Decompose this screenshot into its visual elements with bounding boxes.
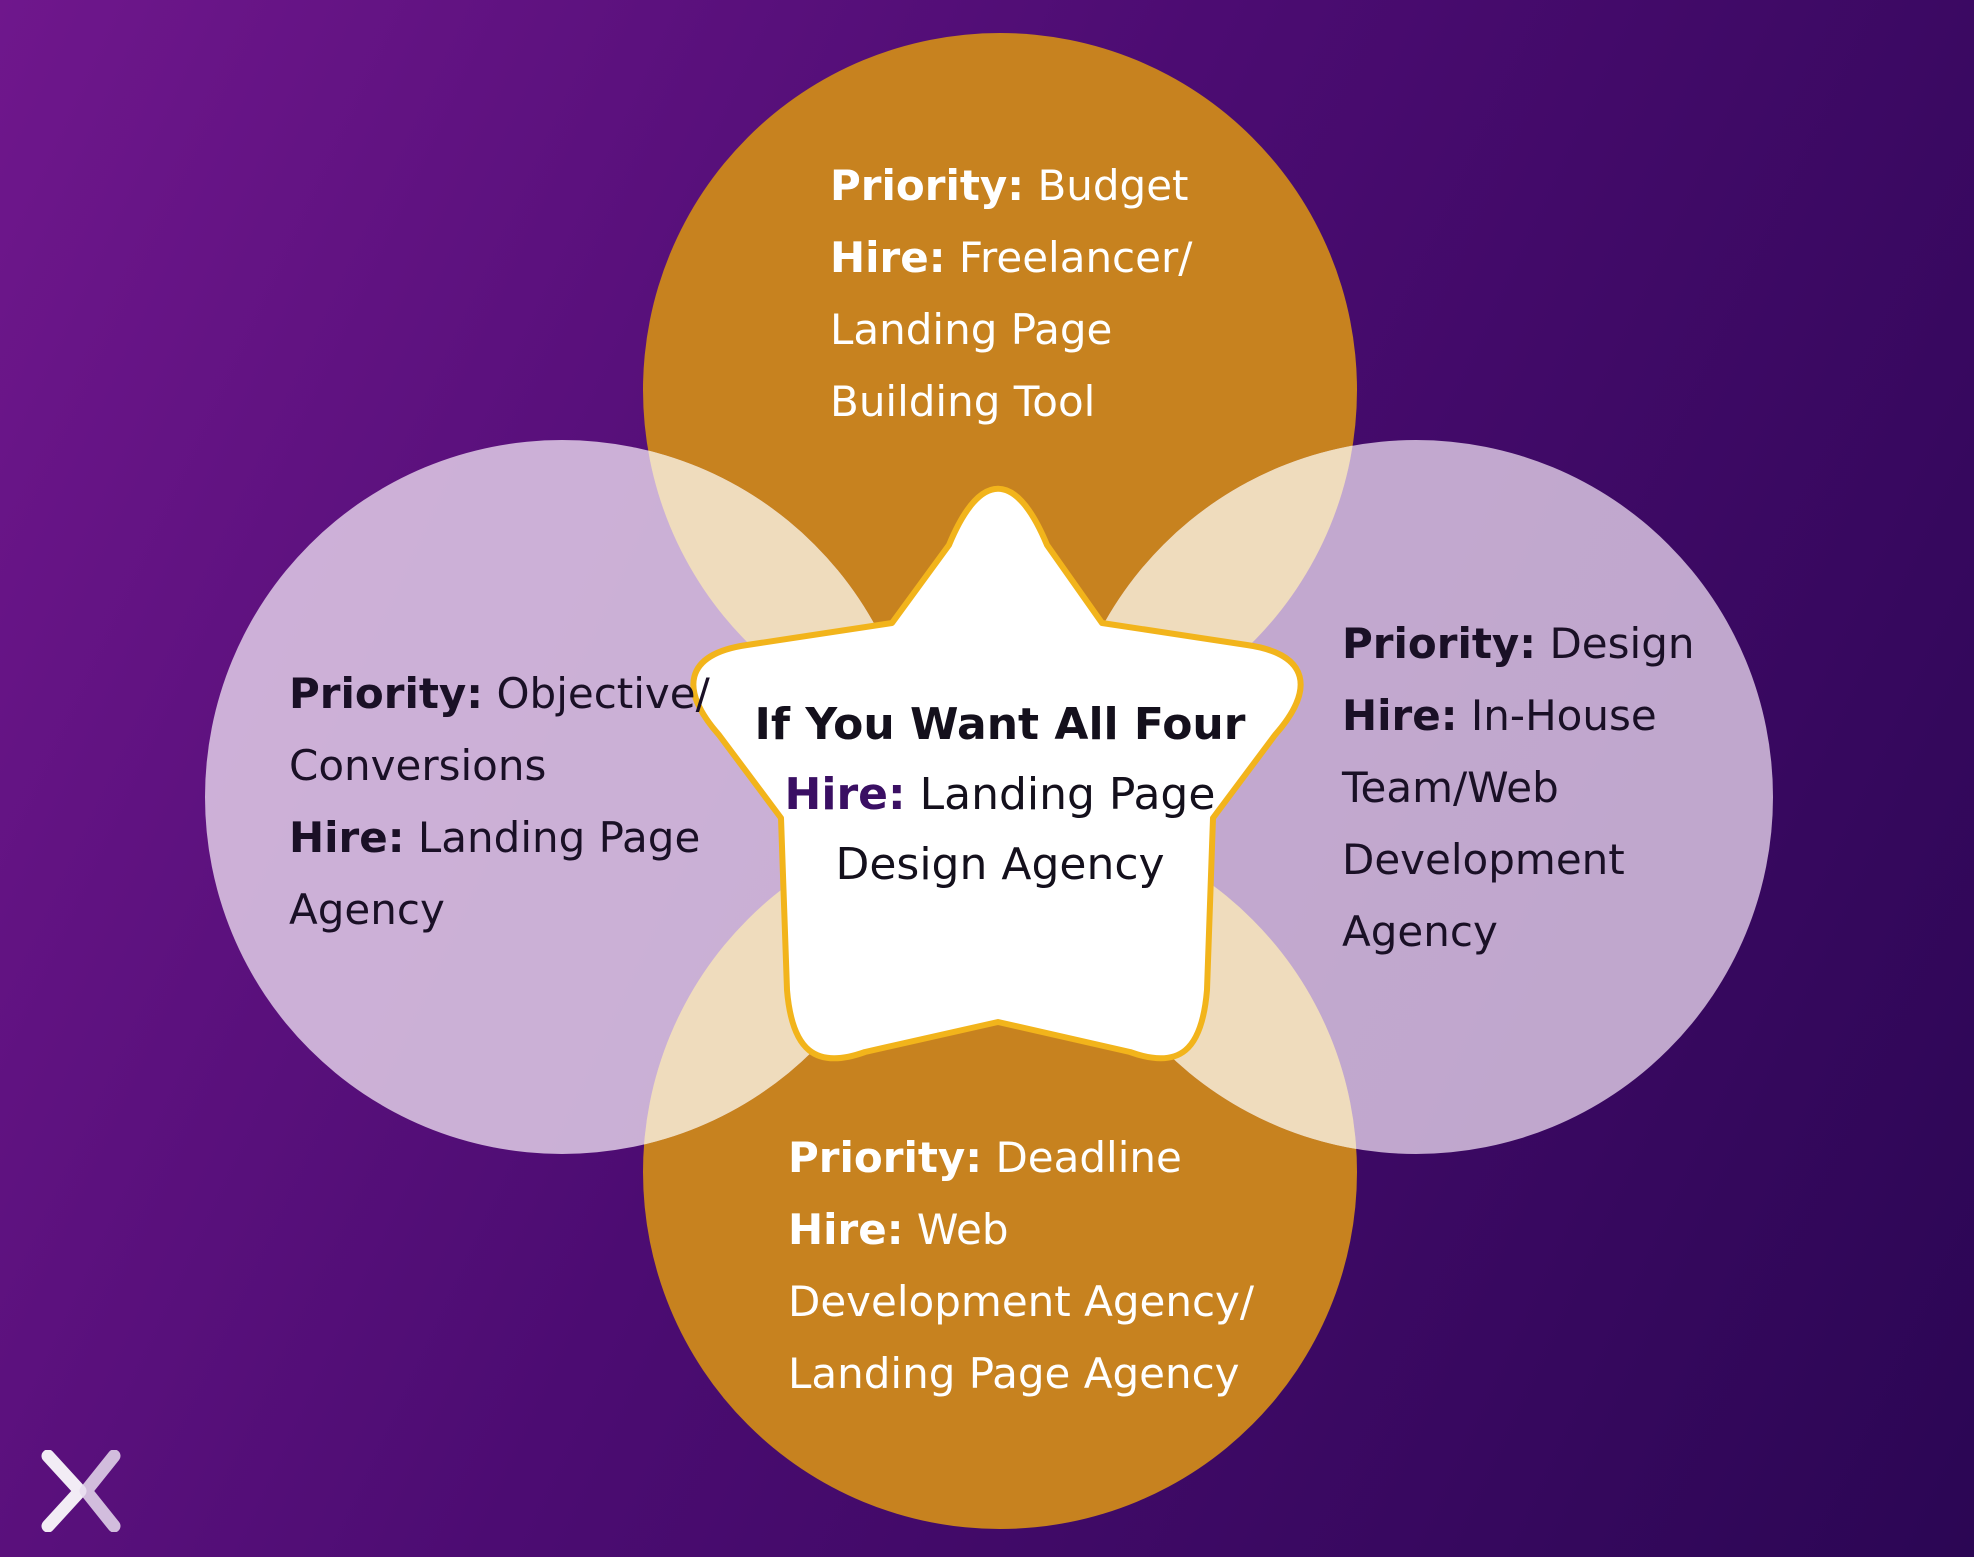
priority-label: Priority: [830,161,1025,210]
hire-value-continued: Building Tool [830,377,1096,426]
priority-value: Deadline [995,1133,1182,1182]
hire-value-continued: Agency [289,885,445,934]
hire-value: In-House [1470,691,1657,740]
hire-line: Hire: Freelancer/ [830,222,1192,294]
node-deadline-text: Priority: Deadline Hire: Web Development… [788,1122,1254,1410]
priority-value: Design [1549,619,1695,668]
priority-value: Budget [1037,161,1189,210]
center-hire-value-continued: Design Agency [835,839,1165,890]
overlap-bottom-left [643,815,919,1154]
center-hire-value: Landing Page [919,769,1216,820]
hire-value-continued: Agency [1342,907,1498,956]
hire-label: Hire: [289,813,405,862]
center-title: If You Want All Four [754,699,1246,750]
hire-value-continued: Development Agency/ [788,1277,1255,1326]
hire-line: Hire: Landing Page [289,802,710,874]
node-budget-text: Priority: Budget Hire: Freelancer/ Landi… [830,150,1192,438]
center-hire-label: Hire: [784,769,906,820]
hire-value-continued: Development [1342,835,1625,884]
hire-value-continued: Landing Page Agency [788,1349,1240,1398]
hire-value-continued: Landing Page [830,305,1113,354]
priority-label: Priority: [289,669,484,718]
priority-value: Objective/ [496,669,710,718]
hire-line: Hire: Web [788,1194,1254,1266]
x-logo-icon [41,1450,121,1532]
hire-label: Hire: [830,233,946,282]
center-star-text: If You Want All Four Hire: Landing Page … [700,690,1300,900]
hire-value-continued: Team/Web [1342,763,1559,812]
priority-line: Priority: Design [1342,608,1694,680]
overlap-top-right [1059,440,1357,747]
hire-label: Hire: [788,1205,904,1254]
priority-label: Priority: [788,1133,983,1182]
priority-line: Priority: Budget [830,150,1192,222]
hire-value: Web [916,1205,1009,1254]
hire-value: Freelancer/ [958,233,1193,282]
overlap-top-left [643,440,919,747]
hire-label: Hire: [1342,691,1458,740]
priority-label: Priority: [1342,619,1537,668]
overlap-bottom-right [1059,815,1357,1154]
priority-value-continued: Conversions [289,741,547,790]
node-objective-text: Priority: Objective/ Conversions Hire: L… [289,658,710,946]
priority-line: Priority: Objective/ [289,658,710,730]
center-star [690,485,1304,1062]
node-design-text: Priority: Design Hire: In-House Team/Web… [1342,608,1694,968]
center-hire-line: Hire: Landing Page [700,760,1300,830]
priority-line: Priority: Deadline [788,1122,1254,1194]
hire-line: Hire: In-House [1342,680,1694,752]
hire-value: Landing Page [417,813,701,862]
